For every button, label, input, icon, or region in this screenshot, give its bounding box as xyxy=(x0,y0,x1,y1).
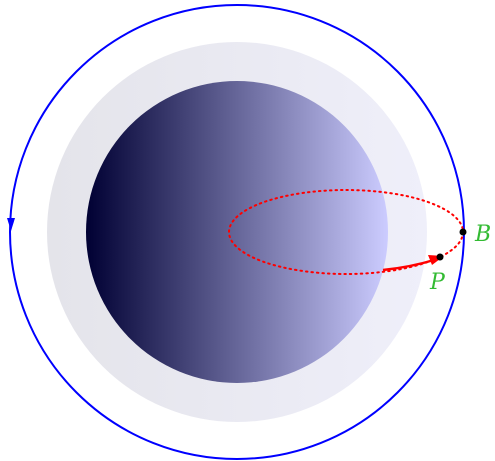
planet-sphere xyxy=(86,81,388,383)
point-p xyxy=(436,253,444,261)
label-b: B xyxy=(474,222,491,247)
motion-arrow-arc xyxy=(382,258,435,272)
arrowhead-down-icon xyxy=(7,218,15,231)
label-p: P xyxy=(429,270,446,295)
point-b xyxy=(459,228,467,236)
